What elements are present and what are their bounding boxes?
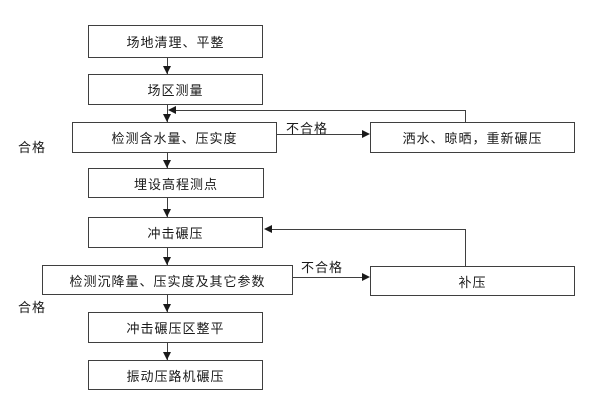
node-site-survey: 场区测量	[88, 74, 263, 105]
edge-label-pass-top: 合格	[18, 140, 47, 155]
node-rewater-reroll: 洒水、晾晒，重新碾压	[370, 122, 575, 153]
edge-fail-to-supplementary	[293, 277, 362, 278]
edge-label-fail-bottom: 不合格	[301, 260, 344, 275]
edge-label-fail-top: 不合格	[286, 121, 329, 136]
node-test-moisture: 检测含水量、压实度	[72, 122, 277, 153]
edge-rolling-to-settlement	[167, 248, 168, 265]
node-rolling-area-leveling: 冲击碾压区整平	[88, 312, 263, 343]
edge-elevation-to-rolling	[167, 198, 168, 217]
node-vibratory-rolling: 振动压路机碾压	[88, 360, 263, 390]
arrowhead-down-icon	[163, 352, 171, 360]
arrowhead-down-icon	[163, 257, 171, 265]
edge-survey-to-test	[167, 105, 168, 122]
arrowhead-down-icon	[163, 66, 171, 74]
arrowhead-right-icon	[362, 273, 370, 281]
arrowhead-left-icon	[264, 225, 272, 233]
node-site-clearing: 场地清理、平整	[88, 25, 263, 58]
arrowhead-down-icon	[163, 160, 171, 168]
edge-supplementary-feedback-horizontal	[272, 229, 466, 230]
edge-rewater-feedback-vertical	[465, 110, 466, 122]
node-elevation-points: 埋设高程测点	[88, 168, 264, 198]
arrowhead-down-icon	[163, 209, 171, 217]
edge-settlement-to-leveling	[167, 295, 168, 312]
node-supplementary-rolling: 补压	[370, 266, 575, 296]
edge-rewater-feedback-horizontal	[176, 110, 466, 111]
node-impact-rolling: 冲击碾压	[88, 217, 263, 248]
edge-leveling-to-vibratory	[167, 343, 168, 360]
edge-fail-to-rewater	[277, 134, 363, 135]
arrowhead-right-icon	[362, 130, 370, 138]
edge-supplementary-feedback-vertical	[465, 229, 466, 266]
arrowhead-left-icon	[168, 106, 176, 114]
node-test-settlement: 检测沉降量、压实度及其它参数	[42, 265, 293, 295]
edge-label-pass-bottom: 合格	[18, 300, 47, 315]
arrowhead-down-icon	[163, 114, 171, 122]
arrowhead-down-icon	[163, 304, 171, 312]
